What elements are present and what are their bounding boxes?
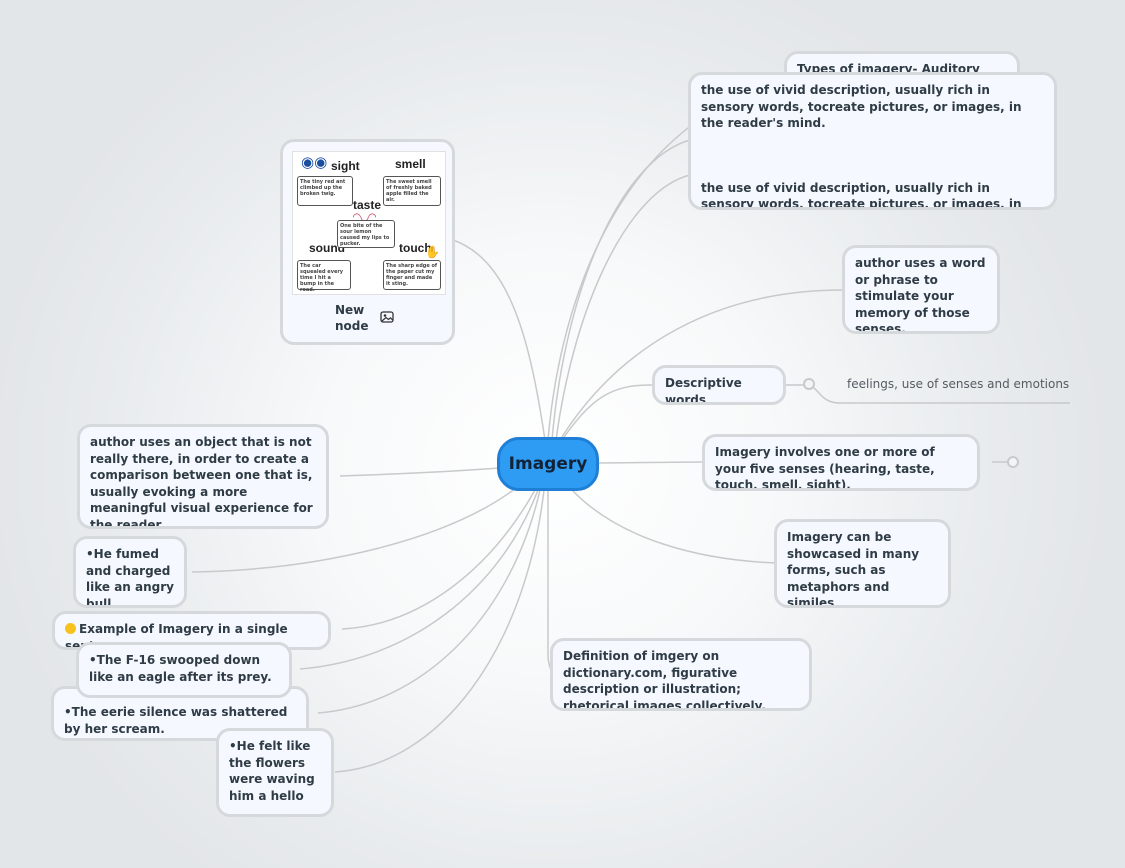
node-label: •He felt like the flowers were waving hi… bbox=[229, 739, 315, 803]
card-sight: The tiny red ant climbed up the broken t… bbox=[297, 176, 353, 206]
link-vivid-2 bbox=[555, 174, 691, 441]
central-topic-imagery[interactable]: Imagery bbox=[497, 437, 599, 491]
smiley-emoji-icon bbox=[65, 623, 76, 634]
label-taste: taste bbox=[353, 198, 382, 212]
label-sound: sound bbox=[309, 241, 345, 255]
node-dictionary-definition[interactable]: Definition of imgery on dictionary.com, … bbox=[550, 638, 812, 711]
node-author-uses-object[interactable]: author uses an object that is not really… bbox=[77, 424, 329, 529]
node-label: New node bbox=[335, 303, 369, 333]
link-author-word bbox=[559, 289, 844, 441]
node-f16-eagle[interactable]: •The F-16 swooped down like an eagle aft… bbox=[76, 642, 292, 698]
card-touch: The sharp edge of the paper cut my finge… bbox=[383, 260, 441, 290]
card-sound: The car squealed every time I hit a bump… bbox=[297, 260, 351, 293]
eyes-icon: ◉◉ bbox=[301, 153, 328, 171]
node-feelings-senses-emotions[interactable]: feelings, use of senses and emotions bbox=[847, 377, 1070, 391]
card-taste: One bite of the sour lemon caused my lip… bbox=[337, 220, 395, 248]
collapse-toggle-five-senses[interactable] bbox=[1007, 456, 1019, 468]
node-label-2: the use of vivid description, usually ri… bbox=[701, 180, 1022, 210]
collapse-toggle-descriptive[interactable] bbox=[803, 378, 815, 390]
lips-icon: ◠◡◠ bbox=[353, 212, 377, 223]
link-fumed bbox=[191, 484, 521, 573]
node-author-uses-word[interactable]: author uses a word or phrase to stimulat… bbox=[842, 245, 1000, 334]
link-f16 bbox=[299, 489, 539, 670]
node-label: Imagery can be showcased in many forms, … bbox=[787, 530, 920, 608]
node-flowers-waving[interactable]: •He felt like the flowers were waving hi… bbox=[216, 728, 334, 817]
node-vivid-description[interactable]: the use of vivid description, usually ri… bbox=[688, 72, 1057, 210]
node-label: author uses an object that is not really… bbox=[90, 435, 313, 529]
node-showcased-forms[interactable]: Imagery can be showcased in many forms, … bbox=[774, 519, 951, 608]
node-five-senses[interactable]: Imagery involves one or more of your fiv… bbox=[702, 434, 980, 491]
node-label: Imagery involves one or more of your fiv… bbox=[715, 445, 935, 491]
link-flowers bbox=[334, 489, 545, 773]
link-eerie bbox=[317, 489, 541, 714]
senses-chart-image: ◉◉ sight smell taste ◠◡◠ sound touch ✋ T… bbox=[292, 151, 446, 295]
node-label: Descriptive words bbox=[665, 376, 742, 405]
link-example bbox=[341, 489, 536, 630]
node-label: Definition of imgery on dictionary.com, … bbox=[563, 649, 766, 711]
label-sight: sight bbox=[331, 159, 360, 173]
label-touch: touch bbox=[399, 241, 432, 255]
label-smell: smell bbox=[395, 157, 426, 171]
node-label: author uses a word or phrase to stimulat… bbox=[855, 256, 986, 334]
link-image-node bbox=[452, 239, 546, 441]
node-image-senses[interactable]: ◉◉ sight smell taste ◠◡◠ sound touch ✋ T… bbox=[280, 139, 455, 345]
link-descriptive bbox=[561, 384, 654, 441]
card-smell: The sweet smell of freshly baked apple f… bbox=[383, 176, 441, 206]
link-author-object bbox=[339, 467, 501, 477]
node-fumed-bull[interactable]: •He fumed and charged like an angry bull… bbox=[73, 536, 187, 608]
hand-icon: ✋ bbox=[425, 245, 440, 259]
node-label: •The F-16 swooped down like an eagle aft… bbox=[89, 653, 272, 684]
node-label: •He fumed and charged like an angry bull… bbox=[86, 547, 174, 608]
node-label: •The eerie silence was shattered by her … bbox=[64, 705, 288, 736]
link-five-senses bbox=[598, 461, 704, 464]
image-icon[interactable] bbox=[380, 311, 394, 323]
node-label-1: the use of vivid description, usually ri… bbox=[701, 83, 1022, 130]
link-vivid-1 bbox=[551, 139, 691, 441]
link-showcased bbox=[571, 489, 777, 564]
node-descriptive-words[interactable]: Descriptive words bbox=[652, 365, 786, 405]
